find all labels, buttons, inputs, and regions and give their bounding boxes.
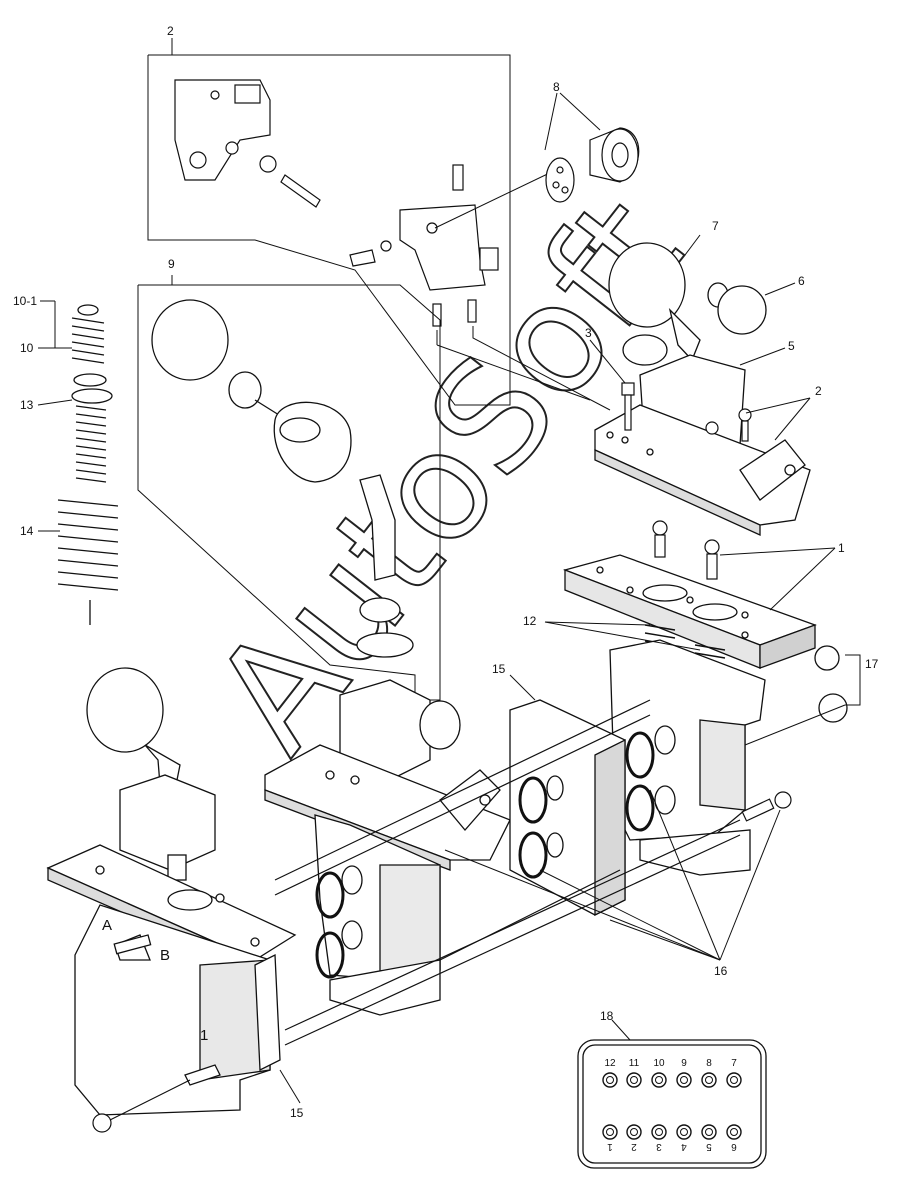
- connector-pin: [676, 1072, 692, 1088]
- connector-pin: [626, 1124, 642, 1140]
- group2-outline: [147, 54, 511, 406]
- connector-pin: [676, 1124, 692, 1140]
- callout-1: 1: [838, 541, 845, 555]
- plate-1: [562, 554, 817, 669]
- connector-pin: [651, 1124, 667, 1140]
- port-1-label: 1: [200, 1027, 208, 1044]
- callout-16: 16: [714, 964, 728, 978]
- connector-pin-label: 11: [629, 1058, 640, 1069]
- right-valve-body: [609, 639, 766, 876]
- callout-3: 3: [585, 326, 592, 340]
- plate-screws: [652, 520, 720, 580]
- port-b-label: B: [160, 947, 170, 964]
- connector-pin-label: 6: [731, 1141, 737, 1152]
- middle-valve-body: [314, 814, 441, 1016]
- connector-pin: [726, 1072, 742, 1088]
- spacer-15-top: [509, 699, 626, 917]
- port-a-label: A: [102, 917, 112, 934]
- callout-9: 9: [168, 257, 175, 271]
- callout-2-right: 2: [815, 384, 822, 398]
- callout-10: 10: [20, 341, 34, 355]
- left-knob: [86, 667, 181, 791]
- middle-housing: [339, 679, 461, 781]
- group2-bracket: [349, 164, 499, 291]
- callout-17: 17: [865, 657, 879, 671]
- callout-13: 13: [20, 398, 34, 412]
- connector-pin-label: 4: [681, 1141, 687, 1152]
- connector-pin: [701, 1072, 717, 1088]
- connector-pin-label: 7: [731, 1058, 737, 1069]
- callout-5: 5: [788, 339, 795, 353]
- connector-pin: [651, 1072, 667, 1088]
- top-screw-3: [621, 382, 635, 431]
- connector-18: [577, 1039, 767, 1169]
- spacer-15-left: [254, 953, 281, 1072]
- connector-pin-label: 8: [706, 1058, 712, 1069]
- connector-pin-label: 10: [653, 1058, 665, 1069]
- callout-18: 18: [600, 1009, 614, 1023]
- plugs-17: [814, 645, 848, 723]
- knob-6: [707, 282, 767, 335]
- top-knob-7: [608, 242, 701, 362]
- connector-pin: [626, 1072, 642, 1088]
- group2-bolt: [259, 155, 321, 208]
- left-valve-body: [74, 904, 271, 1116]
- callout-7: 7: [712, 219, 719, 233]
- group9-parts: [151, 299, 414, 658]
- part8-nut: [545, 127, 640, 203]
- callout-8: 8: [553, 80, 560, 94]
- callout-10-1: 10-1: [13, 294, 37, 308]
- callout-15-top: 15: [492, 662, 506, 676]
- orings-16: [315, 731, 655, 979]
- connector-pin-label: 9: [681, 1058, 687, 1069]
- nut-right: [741, 791, 792, 822]
- top-base-plate: [594, 404, 811, 537]
- connector-pin-label: 1: [607, 1141, 613, 1152]
- group2-housing: [174, 79, 271, 181]
- connector-pin: [602, 1124, 618, 1140]
- callout-2-top: 2: [167, 24, 174, 38]
- connector-pin-label: 5: [706, 1141, 712, 1152]
- connector-pin: [602, 1072, 618, 1088]
- connector-pin: [701, 1124, 717, 1140]
- connector-pin-label: 2: [631, 1141, 637, 1152]
- left-housing: [119, 774, 216, 881]
- tie-rods: [274, 699, 741, 1046]
- callout-6: 6: [798, 274, 805, 288]
- nut-left: [92, 1079, 191, 1133]
- leader-lines: [37, 38, 861, 1104]
- callout-12: 12: [523, 614, 537, 628]
- callout-14: 14: [20, 524, 34, 538]
- connector-pin-label: 12: [604, 1058, 616, 1069]
- connector-pin-label: 3: [656, 1141, 662, 1152]
- connector-pin: [726, 1124, 742, 1140]
- screws-2-right: [705, 408, 752, 442]
- callout-15-bottom: 15: [290, 1106, 304, 1120]
- pins: [432, 299, 477, 327]
- spring-stack: [57, 304, 119, 625]
- connector-pin-circles: [602, 1072, 742, 1140]
